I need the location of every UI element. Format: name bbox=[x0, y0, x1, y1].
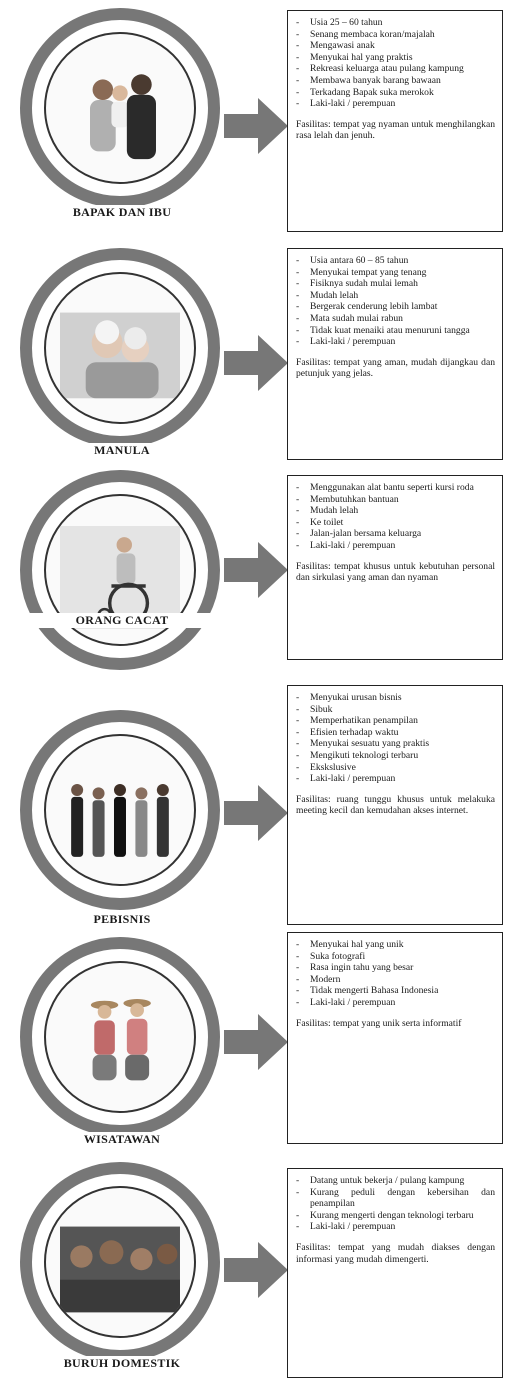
description-box: Usia antara 60 – 85 tahun Menyukai tempa… bbox=[287, 248, 503, 460]
list-item: Modern bbox=[296, 974, 495, 986]
list-item: Mata sudah mulai rabun bbox=[296, 313, 495, 325]
list-item: Membutuhkan bantuan bbox=[296, 494, 495, 506]
list-item: Jalan-jalan bersama keluarga bbox=[296, 528, 495, 540]
list-item: Terkadang Bapak suka merokok bbox=[296, 87, 495, 99]
facility-text: Fasilitas: tempat yang aman, mudah dijan… bbox=[296, 356, 495, 380]
list-item: Bergerak cenderung lebih lambat bbox=[296, 301, 495, 313]
person-label: WISATAWAN bbox=[0, 1132, 244, 1147]
arrow-right-icon bbox=[224, 785, 288, 841]
elderly-couple-photo-svg bbox=[60, 312, 180, 399]
profile-circle bbox=[20, 710, 220, 910]
list-item: Memperhatikan penampilan bbox=[296, 715, 495, 727]
person-label: BAPAK DAN IBU bbox=[0, 205, 244, 220]
list-item: Ekskslusive bbox=[296, 762, 495, 774]
profile-circle bbox=[20, 8, 220, 208]
row-buruh-domestik: BURUH DOMESTIK Datang untuk bekerja / pu… bbox=[0, 1160, 508, 1387]
arrow-right-icon bbox=[224, 1014, 288, 1070]
row-pebisnis: PEBISNIS Menyukai urusan bisnis Sibuk Me… bbox=[0, 685, 508, 930]
elderly-couple-photo-icon bbox=[44, 272, 196, 424]
tourists-photo-icon bbox=[44, 961, 196, 1113]
characteristics-list: Datang untuk bekerja / pulang kampung Ku… bbox=[296, 1175, 495, 1233]
facility-text: Fasilitas: tempat khusus untuk kebutuhan… bbox=[296, 560, 495, 584]
family-photo-icon bbox=[44, 32, 196, 184]
arrow-right-icon bbox=[224, 1242, 288, 1298]
profile-circle bbox=[20, 470, 220, 670]
list-item: Tidak mengerti Bahasa Indonesia bbox=[296, 985, 495, 997]
person-label: PEBISNIS bbox=[0, 912, 244, 927]
facility-text: Fasilitas: tempat yang unik serta inform… bbox=[296, 1017, 462, 1029]
list-item: Menyukai urusan bisnis bbox=[296, 692, 495, 704]
list-item: Rekreasi keluarga atau pulang kampung bbox=[296, 63, 495, 75]
list-item: Suka fotografi bbox=[296, 951, 495, 963]
description-box: Menyukai hal yang unik Suka fotografi Ra… bbox=[287, 932, 503, 1144]
profile-circle bbox=[20, 248, 220, 448]
family-photo-svg bbox=[89, 74, 156, 160]
list-item: Menyukai hal yang praktis bbox=[296, 52, 495, 64]
list-item: Datang untuk bekerja / pulang kampung bbox=[296, 1175, 495, 1187]
description-box: Datang untuk bekerja / pulang kampung Ku… bbox=[287, 1168, 503, 1378]
list-item: Laki-laki / perempuan bbox=[296, 773, 495, 785]
list-item: Menyukai hal yang unik bbox=[296, 939, 495, 951]
list-item: Kurang peduli dengan kebersihan dan pena… bbox=[296, 1187, 495, 1210]
list-item: Mudah lelah bbox=[296, 505, 495, 517]
list-item: Efisien terhadap waktu bbox=[296, 727, 495, 739]
list-item: Usia 25 – 60 tahun bbox=[296, 17, 495, 29]
characteristics-list: Menyukai hal yang unik Suka fotografi Ra… bbox=[296, 939, 495, 1009]
person-label: MANULA bbox=[0, 443, 244, 458]
list-item: Mengikuti teknologi terbaru bbox=[296, 750, 495, 762]
list-item: Membawa banyak barang bawaan bbox=[296, 75, 495, 87]
list-item: Laki-laki / perempuan bbox=[296, 540, 495, 552]
list-item: Ke toilet bbox=[296, 517, 495, 529]
list-item: Laki-laki / perempuan bbox=[296, 98, 495, 110]
characteristics-list: Usia antara 60 – 85 tahun Menyukai tempa… bbox=[296, 255, 495, 348]
list-item: Fisiknya sudah mulai lemah bbox=[296, 278, 495, 290]
workers-photo-svg bbox=[60, 1226, 180, 1313]
arrow-right-icon bbox=[224, 335, 288, 391]
list-item: Mudah lelah bbox=[296, 290, 495, 302]
characteristics-list: Menggunakan alat bantu seperti kursi rod… bbox=[296, 482, 495, 552]
list-item: Kurang mengerti dengan teknologi terbaru bbox=[296, 1210, 495, 1222]
characteristics-list: Usia 25 – 60 tahun Senang membaca koran/… bbox=[296, 17, 495, 110]
facility-text: Fasilitas: ruang tunggu khusus untuk mel… bbox=[296, 793, 495, 817]
row-bapak-dan-ibu: BAPAK DAN IBU Usia 25 – 60 tahun Senang … bbox=[0, 0, 508, 235]
list-item: Rasa ingin tahu yang besar bbox=[296, 962, 495, 974]
business-people-photo-icon bbox=[44, 734, 196, 886]
profile-circle bbox=[20, 937, 220, 1137]
row-orang-cacat: ORANG CACAT Menggunakan alat bantu seper… bbox=[0, 470, 508, 670]
business-people-photo-svg bbox=[71, 783, 169, 857]
arrow-right-icon bbox=[224, 98, 288, 154]
list-item: Senang membaca koran/majalah bbox=[296, 29, 495, 41]
tourists-photo-svg bbox=[90, 998, 151, 1081]
profile-circle bbox=[20, 1162, 220, 1362]
facility-text: Fasilitas: tempat yang mudah diakses den… bbox=[296, 1241, 495, 1265]
wheelchair-photo-svg bbox=[60, 526, 180, 629]
list-item: Mengawasi anak bbox=[296, 40, 495, 52]
list-item: Sibuk bbox=[296, 704, 495, 716]
description-box: Usia 25 – 60 tahun Senang membaca koran/… bbox=[287, 10, 503, 232]
list-item: Usia antara 60 – 85 tahun bbox=[296, 255, 495, 267]
list-item: Laki-laki / perempuan bbox=[296, 1221, 495, 1233]
characteristics-list: Menyukai urusan bisnis Sibuk Memperhatik… bbox=[296, 692, 495, 785]
description-box: Menyukai urusan bisnis Sibuk Memperhatik… bbox=[287, 685, 503, 925]
list-item: Menyukai sesuatu yang praktis bbox=[296, 738, 495, 750]
facility-text: Fasilitas: tempat yag nyaman untuk mengh… bbox=[296, 118, 495, 142]
row-manula: MANULA Usia antara 60 – 85 tahun Menyuka… bbox=[0, 240, 508, 460]
description-box: Menggunakan alat bantu seperti kursi rod… bbox=[287, 475, 503, 660]
row-wisatawan: WISATAWAN Menyukai hal yang unik Suka fo… bbox=[0, 932, 508, 1152]
list-item: Tidak kuat menaiki atau menuruni tangga bbox=[296, 325, 495, 337]
person-label: BURUH DOMESTIK bbox=[0, 1356, 244, 1371]
list-item: Laki-laki / perempuan bbox=[296, 336, 495, 348]
arrow-right-icon bbox=[224, 542, 288, 598]
person-label: ORANG CACAT bbox=[0, 613, 244, 628]
list-item: Laki-laki / perempuan bbox=[296, 997, 495, 1009]
workers-photo-icon bbox=[44, 1186, 196, 1338]
list-item: Menggunakan alat bantu seperti kursi rod… bbox=[296, 482, 495, 494]
list-item: Menyukai tempat yang tenang bbox=[296, 267, 495, 279]
